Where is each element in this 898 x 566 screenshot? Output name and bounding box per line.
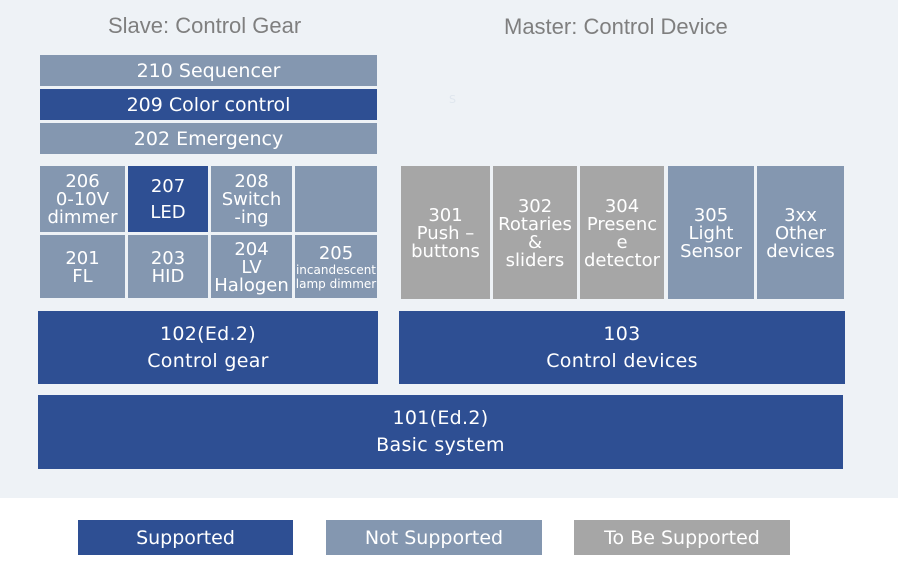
gear-cell-207: 207 LED xyxy=(128,166,208,232)
part-101-basic-system: 101(Ed.2) Basic system xyxy=(38,395,843,469)
gear-cell-203: 203 HID xyxy=(128,235,208,298)
device-cell-302: 302 Rotaries & sliders xyxy=(493,166,577,299)
cell-line: devices xyxy=(766,240,835,262)
legend-to-be-supported: To Be Supported xyxy=(574,520,790,555)
feature-bar-210-sequencer: 210 Sequencer xyxy=(40,55,377,86)
master-heading: Master: Control Device xyxy=(504,14,728,39)
legend-label: Not Supported xyxy=(364,526,504,549)
cell-line: e xyxy=(616,231,628,253)
part-102-control-gear: 102(Ed.2) Control gear xyxy=(38,311,378,384)
cell-line: HID xyxy=(151,265,185,287)
gear-cell-empty xyxy=(295,166,377,232)
device-cell-301: 301 Push – buttons xyxy=(401,166,490,299)
cell-line: Light xyxy=(688,222,734,244)
part-103-control-devices: 103 Control devices xyxy=(399,311,845,384)
cell-line: FL xyxy=(72,265,93,287)
device-cell-304: 304 Presenc e detector xyxy=(580,166,664,299)
gear-cell-201: 201 FL xyxy=(40,235,125,298)
cell-line: 207 xyxy=(150,176,186,197)
legend-label: Supported xyxy=(136,526,235,549)
gear-cell-208: 208 Switch -ing xyxy=(211,166,292,232)
cell-line: dimmer xyxy=(47,207,118,228)
cell-line: 206 xyxy=(65,171,100,192)
cell-line: detector xyxy=(584,249,660,271)
cell-line: Presenc xyxy=(586,213,658,235)
cell-line: 204 xyxy=(234,238,269,260)
cell-line: LED xyxy=(150,202,186,223)
cell-line: 208 xyxy=(234,171,269,192)
part-number: 101(Ed.2) xyxy=(392,407,489,429)
feature-bar-209-color-control: 209 Color control xyxy=(40,89,377,120)
legend-label: To Be Supported xyxy=(604,526,760,549)
device-cell-3xx: 3xx Other devices xyxy=(757,166,844,299)
cell-line: Switch xyxy=(221,189,282,210)
cell-line: -ing xyxy=(234,207,269,228)
legend-supported: Supported xyxy=(78,520,293,555)
cell-line: Halogen xyxy=(214,274,289,296)
feature-bar-202-emergency: 202 Emergency xyxy=(40,123,377,154)
gear-cell-206: 206 0-10V dimmer xyxy=(40,166,125,232)
feature-bar-label: 202 Emergency xyxy=(133,127,284,150)
feature-bar-label: 210 Sequencer xyxy=(136,59,281,82)
cell-line: & xyxy=(527,231,543,253)
legend-not-supported: Not Supported xyxy=(326,520,542,555)
cell-line: 205 xyxy=(318,242,354,264)
cell-line: 3xx xyxy=(784,204,817,226)
cell-line: buttons xyxy=(411,240,480,262)
cell-line: 203 xyxy=(150,247,186,269)
faint-mark: S xyxy=(449,93,456,106)
cell-line-small: lamp dimmer xyxy=(295,276,377,291)
cell-line: 302 xyxy=(517,195,553,217)
gear-cell-204: 204 LV Halogen xyxy=(211,235,292,298)
cell-line: Sensor xyxy=(680,240,742,262)
feature-bar-label: 209 Color control xyxy=(126,93,291,116)
gear-cell-205: 205 incandescent lamp dimmer xyxy=(295,235,377,298)
cell-line: Rotaries xyxy=(498,213,572,235)
cell-line-small: incandescent xyxy=(295,262,377,277)
device-cell-305: 305 Light Sensor xyxy=(668,166,754,299)
part-number: 103 xyxy=(603,322,641,345)
cell-line: sliders xyxy=(505,249,565,271)
cell-line: Push – xyxy=(416,222,475,244)
cell-line: Other xyxy=(774,222,827,244)
part-title: Basic system xyxy=(376,434,505,456)
slave-heading: Slave: Control Gear xyxy=(108,13,302,38)
cell-line: 305 xyxy=(693,204,729,226)
cell-line: 201 xyxy=(65,247,100,269)
cell-line: LV xyxy=(241,256,262,278)
cell-line: 0-10V xyxy=(55,189,110,210)
part-title: Control gear xyxy=(147,349,269,372)
part-title: Control devices xyxy=(546,349,698,372)
part-number: 102(Ed.2) xyxy=(160,322,256,345)
cell-line: 304 xyxy=(604,195,640,217)
cell-line: 301 xyxy=(428,204,463,226)
